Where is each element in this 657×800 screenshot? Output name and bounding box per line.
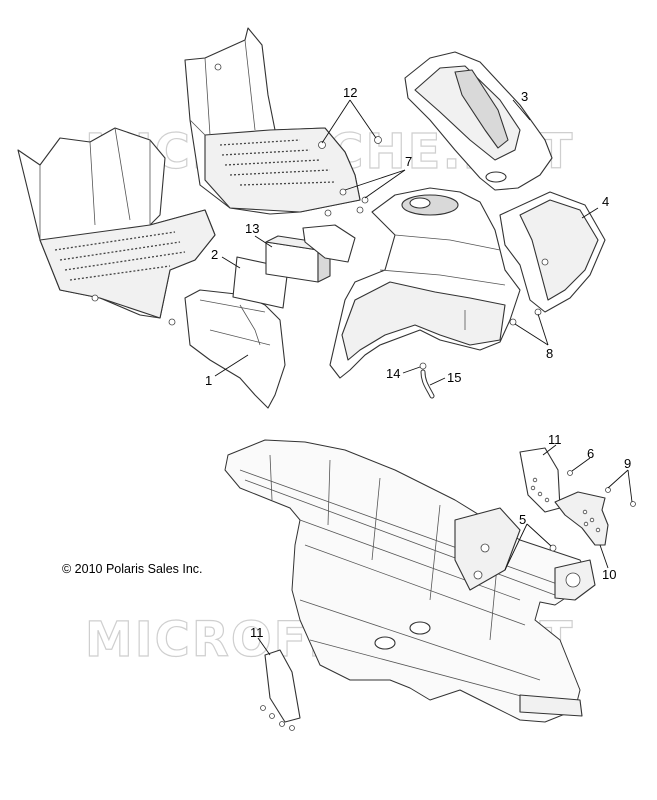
callout-8: 8 (546, 346, 553, 361)
fasteners-top (318, 136, 542, 326)
callout-12: 12 (343, 85, 357, 100)
callout-7: 7 (405, 154, 412, 169)
callout-15: 15 (447, 370, 461, 385)
part-11-lower-panel (260, 649, 301, 731)
frame (224, 439, 596, 723)
callout-6: 6 (587, 446, 594, 461)
callout-11-lower: 11 (250, 625, 264, 640)
callout-11-upper: 11 (548, 432, 562, 447)
part-3-seat (404, 51, 553, 191)
leader-lines (214, 99, 633, 656)
copyright-notice: © 2010 Polaris Sales Inc. (62, 562, 203, 576)
part-10-bracket (554, 491, 609, 546)
main-rear-body (329, 187, 521, 379)
part-11-upper-panel (519, 447, 561, 513)
callout-5: 5 (519, 512, 526, 527)
fastener-9b (630, 501, 636, 507)
left-footwell-rear (17, 127, 216, 326)
callout-10: 10 (602, 567, 616, 582)
callout-14: 14 (386, 366, 400, 381)
fastener-9a (605, 487, 611, 493)
bracket-near-7 (302, 224, 356, 263)
callout-4: 4 (602, 194, 609, 209)
callout-3: 3 (521, 89, 528, 104)
right-footwell-upper (184, 27, 361, 217)
part-4-front-fender (499, 191, 606, 313)
part-14-15-hose (419, 362, 435, 399)
callout-13: 13 (245, 221, 259, 236)
callout-9: 9 (624, 456, 631, 471)
part-1-fender (184, 289, 286, 409)
callouts: 1 2 3 4 5 6 7 8 9 10 11 11 12 13 14 15 (205, 85, 631, 640)
callout-2: 2 (211, 247, 218, 262)
callout-1: 1 (205, 373, 212, 388)
fastener-6 (567, 470, 573, 476)
